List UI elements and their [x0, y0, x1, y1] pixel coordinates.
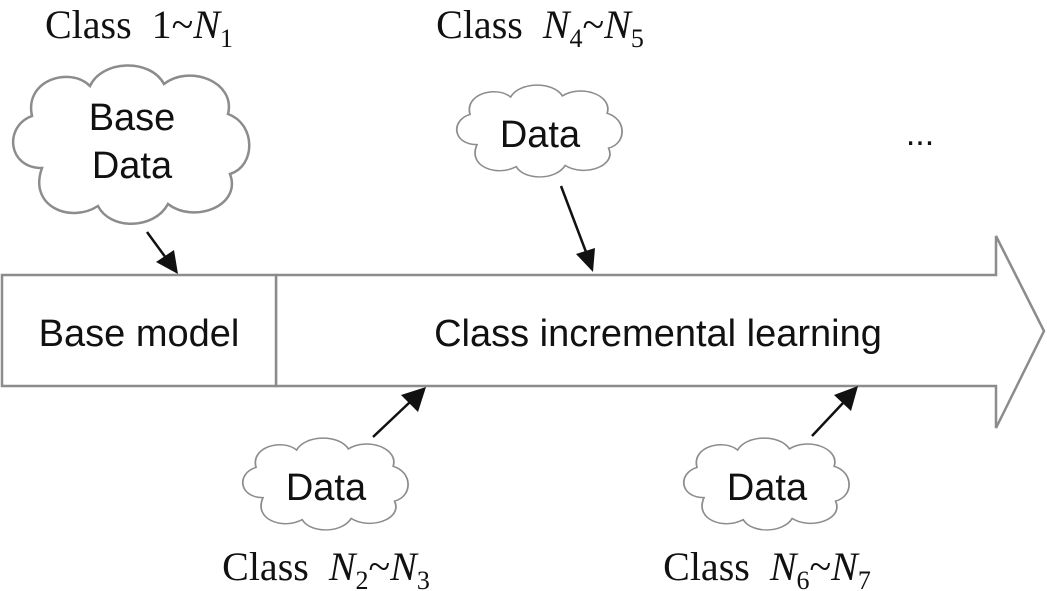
- ellipsis: ...: [906, 115, 934, 153]
- arrow-to-timeline: [811, 386, 858, 437]
- cloud-label: Data: [286, 467, 367, 509]
- timeline-arrow: [274, 235, 1046, 429]
- class-range-label: Class 1~N1: [45, 2, 233, 53]
- arrow-to-timeline: [372, 387, 426, 438]
- base-model-box: [0, 273, 278, 388]
- cloud-label-line-2: Data: [92, 145, 173, 187]
- base-model-label: Base model: [39, 313, 240, 355]
- cloud-label-line-1: Base: [89, 97, 176, 139]
- cloud-label: Data: [500, 114, 581, 156]
- session-4: Data Class N6~N7: [663, 386, 871, 591]
- timeline-label: Class incremental learning: [434, 313, 882, 355]
- class-range-label: Class N2~N3: [222, 544, 430, 591]
- session-3: Class N4~N5 Data: [436, 2, 644, 272]
- class-range-label: Class N4~N5: [436, 2, 644, 53]
- session-2: Data Class N2~N3: [222, 387, 430, 591]
- cloud-label: Data: [727, 467, 808, 509]
- arrow-to-timeline: [145, 231, 178, 274]
- class-range-label: Class N6~N7: [663, 544, 871, 591]
- session-base: Class 1~N1 Base Data: [11, 2, 251, 274]
- arrow-to-timeline: [559, 185, 595, 272]
- timeline: Base model Class incremental learning ..…: [0, 115, 1046, 429]
